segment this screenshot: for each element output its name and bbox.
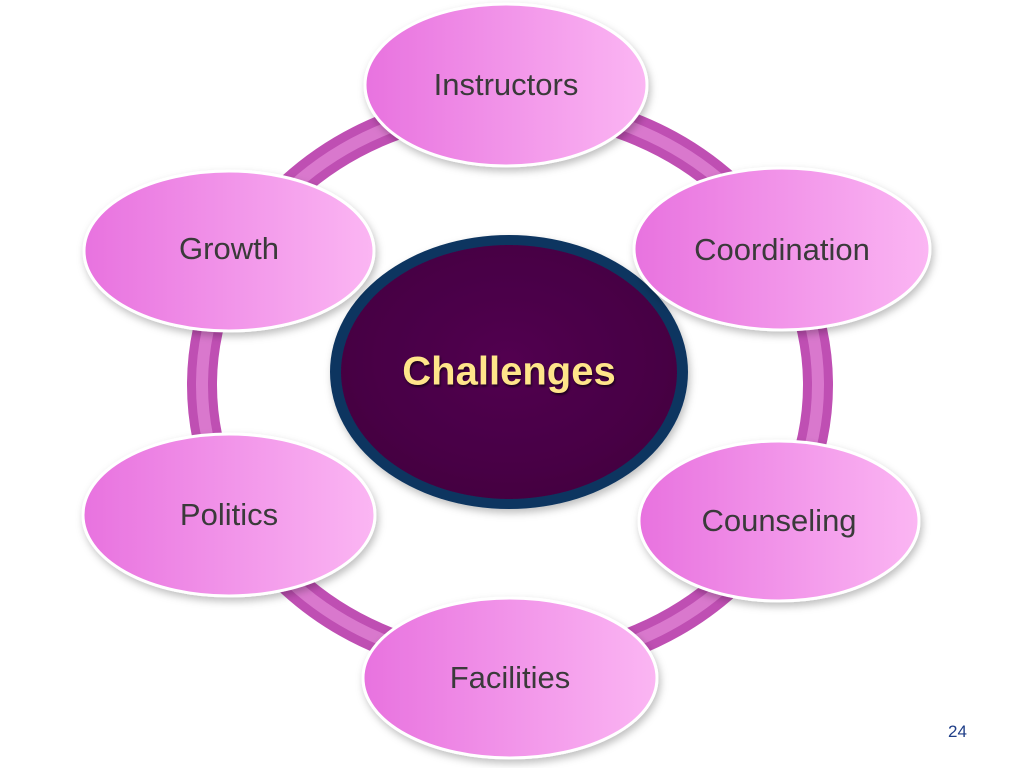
node-coordination-shape — [632, 166, 932, 332]
node-politics-shape — [81, 432, 377, 598]
center-circle — [330, 235, 688, 509]
node-facilities-shape — [361, 596, 659, 760]
node-instructors-shape — [363, 2, 649, 168]
center-label-challenges: Challenges — [402, 349, 616, 394]
page-number: 24 — [948, 722, 967, 741]
node-counseling-shape — [637, 439, 921, 603]
node-growth-shape — [82, 169, 376, 333]
